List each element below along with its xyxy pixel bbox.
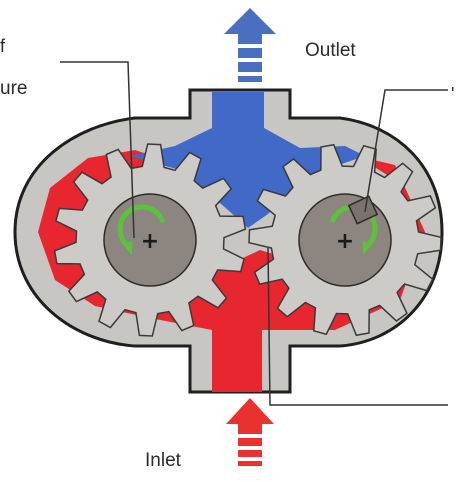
cropped-label-top-left: f: [0, 36, 5, 57]
outlet-label: Outlet: [305, 40, 356, 62]
inlet-arrow-icon: [226, 398, 274, 466]
cropped-label-left: ure: [0, 78, 27, 100]
right-gear-center-mark: +: [336, 229, 354, 254]
cropped-label-right: ': [451, 84, 454, 105]
inlet-label: Inlet: [145, 450, 181, 472]
outlet-arrow-icon: [224, 8, 276, 82]
left-gear-center-mark: +: [141, 229, 159, 254]
